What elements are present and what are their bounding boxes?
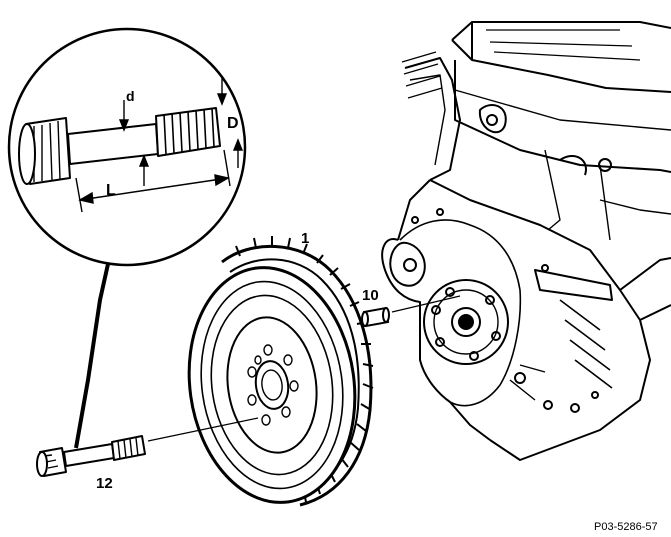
part-label-dowel-pin: 10 xyxy=(362,287,379,304)
engine-block xyxy=(381,21,671,461)
detail-bolt xyxy=(18,107,221,185)
dim-label-d: d xyxy=(126,88,135,104)
dowel-pin-leader xyxy=(391,295,461,313)
dowel-pin xyxy=(361,306,390,328)
ring-gear xyxy=(221,236,374,507)
dim-label-L: L xyxy=(106,182,116,199)
detail-callout-line xyxy=(74,263,110,449)
figure-reference-code: P03-5286-57 xyxy=(594,521,658,533)
flywheel xyxy=(187,236,374,507)
bolt-detail-view: d D L xyxy=(7,27,247,449)
bolt xyxy=(36,435,146,477)
part-label-flywheel: 1 xyxy=(301,230,309,247)
flywheel-bolt-holes xyxy=(247,344,299,426)
part-label-bolt: 12 xyxy=(96,475,113,492)
dim-label-D: D xyxy=(227,115,239,132)
dimension-lines xyxy=(75,76,244,213)
bolt-leader xyxy=(147,417,259,442)
crankshaft-flange xyxy=(423,279,509,365)
